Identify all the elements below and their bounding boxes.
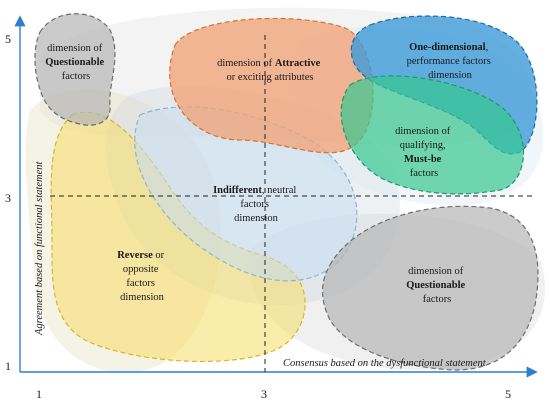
- attractive-bold: Attractive: [275, 58, 321, 69]
- y-tick-3: 3: [5, 191, 11, 205]
- indifferent-bold: Indifferent: [213, 185, 262, 196]
- y-tick-5: 5: [5, 32, 11, 46]
- questionable-bottom-bold: Questionable: [406, 280, 465, 291]
- questionable-bottom-region[interactable]: [321, 205, 539, 371]
- one-dimensional-label: One-dimensional, performance factors dim…: [407, 42, 494, 81]
- indifferent-line1-post: , neutral: [262, 185, 296, 196]
- questionable-top-bold: Questionable: [45, 57, 104, 68]
- x-axis-title: Consensus based on the dysfunctional sta…: [283, 358, 487, 369]
- must-be-line2: qualifying,: [400, 140, 446, 151]
- indifferent-label: Indifferent, neutral factors dimension: [213, 185, 299, 224]
- indifferent-line3: dimension: [234, 213, 278, 224]
- y-tick-1: 1: [5, 359, 11, 373]
- questionable-bottom-line3: factors: [423, 294, 452, 305]
- one-dimensional-bold: One-dimensional: [409, 42, 486, 53]
- one-dimensional-line2: performance factors: [407, 56, 491, 67]
- questionable-top-label: dimension of Questionable factors: [45, 43, 107, 82]
- attractive-line2: or exciting attributes: [227, 72, 314, 83]
- questionable-bottom-line1: dimension of: [408, 266, 464, 277]
- one-dimensional-line1-post: ,: [486, 42, 489, 53]
- must-be-line1: dimension of: [395, 126, 451, 137]
- must-be-label: dimension of qualifying, Must-be factors: [395, 126, 453, 179]
- questionable-top-line1: dimension of: [47, 43, 103, 54]
- reverse-line2: opposite: [123, 264, 159, 275]
- attractive-line1-pre: dimension of: [217, 58, 275, 69]
- must-be-region[interactable]: [340, 75, 525, 195]
- reverse-label: Reverse or opposite factors dimension: [117, 250, 167, 303]
- must-be-line4: factors: [410, 168, 439, 179]
- one-dimensional-line3: dimension: [428, 70, 472, 81]
- must-be-bold: Must-be: [404, 154, 442, 165]
- questionable-bottom-label: dimension of Questionable factors: [406, 266, 468, 305]
- reverse-line4: dimension: [120, 292, 164, 303]
- x-tick-3: 3: [261, 387, 267, 401]
- indifferent-region[interactable]: [134, 106, 358, 282]
- y-axis-title: Agreement based on functional statement: [34, 161, 45, 336]
- attractive-label: dimension of Attractive or exciting attr…: [217, 58, 323, 83]
- reverse-line1-post: or: [153, 250, 165, 261]
- questionable-top-region[interactable]: [34, 13, 116, 126]
- reverse-line3: factors: [126, 278, 155, 289]
- indifferent-line2: factors: [240, 199, 269, 210]
- reverse-bold: Reverse: [117, 250, 153, 261]
- questionable-top-line3: factors: [62, 71, 91, 82]
- x-tick-1: 1: [36, 387, 42, 401]
- x-tick-5: 5: [505, 387, 511, 401]
